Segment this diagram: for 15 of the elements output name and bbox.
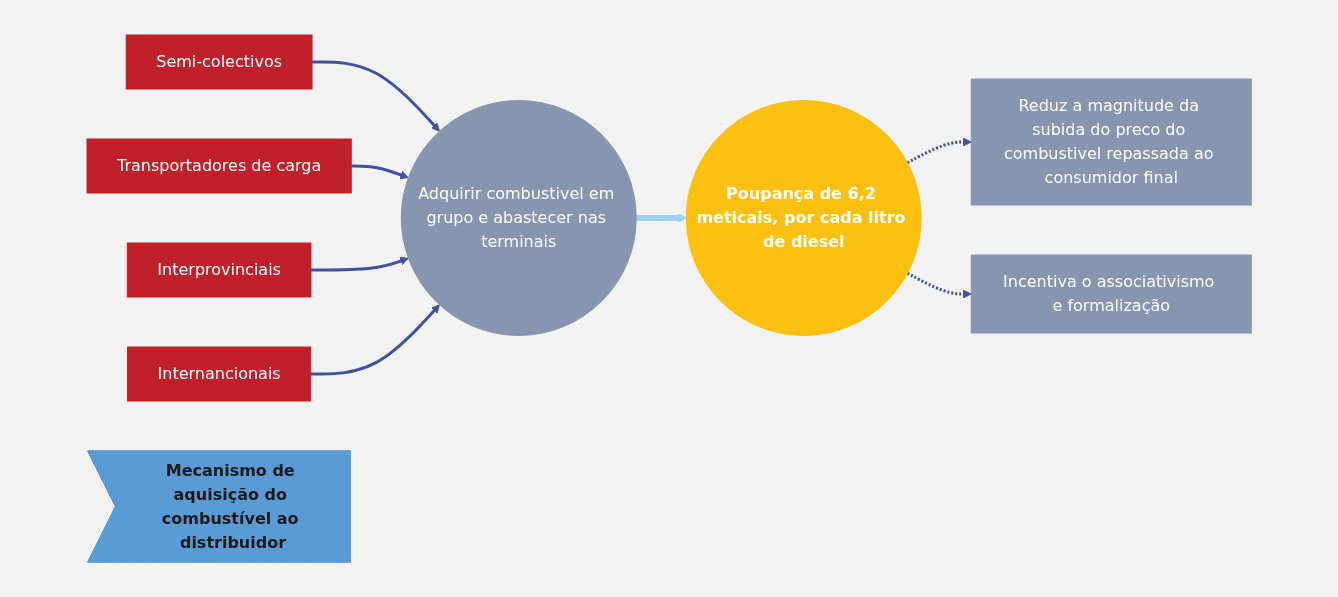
node-box: Reduz a magnitude da subida do preco do combustivel repassada ao consumidor final — [970, 78, 1252, 206]
arrow — [636, 213, 687, 223]
node-box: Internancionais — [126, 346, 312, 402]
arrow — [351, 164, 409, 180]
node-box: Interprovinciais — [126, 242, 312, 298]
arrow — [310, 256, 409, 272]
arrow — [311, 60, 440, 132]
arrow — [906, 271, 972, 299]
node-circle: Adquirir combustivel em grupo e abastecer nas terminais — [400, 100, 637, 336]
arrow — [906, 137, 972, 165]
node-box: Incentiva o associativismo e formalização — [970, 254, 1252, 334]
node-box: Transportadores de carga — [86, 138, 352, 194]
arrow — [310, 304, 440, 376]
node-box: Semi-colectivos — [125, 34, 313, 90]
node-circle: Poupança de 6,2 meticais, por cada litro de diesel — [685, 100, 922, 336]
